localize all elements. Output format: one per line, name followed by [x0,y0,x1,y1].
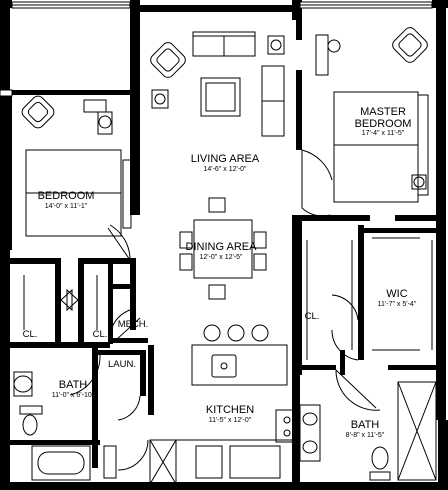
master-bedroom-name-line2: BEDROOM [354,117,412,130]
laundry-label: LAUN. [108,359,136,370]
left-closet-label: CL. [22,329,38,340]
kitchen-label: KITCHEN 11'-5" x 12'-0" [190,404,270,424]
wic-name: WIC [386,288,408,300]
dining-area-dims: 12'-0" x 12'-5" [199,253,243,261]
master-bedroom-dims: 17'-4" x 11'-5" [361,130,405,138]
bedroom-label: BEDROOM 14'-0" x 11'-1" [26,190,106,210]
bedroom-dims: 14'-0" x 11'-1" [44,202,88,210]
dining-area-name: DINING AREA [185,241,257,253]
bath-left-name: BATH [58,379,88,391]
bath-right-dims: 8'-8" x 11'-5" [345,431,385,439]
windows [0,1,433,97]
mech-label: MECH. [117,319,149,330]
doors [60,149,381,471]
master-bedroom-name-line1: MASTER [360,106,406,118]
living-area-label: LIVING AREA 14'-6" x 12'-0" [170,153,280,173]
kitchen-name: KITCHEN [205,404,255,416]
bath-right-label: BATH 8'-8" x 11'-5" [330,419,400,439]
furniture [13,27,437,485]
bath-left-dims: 11'-0" x 6'-10" [51,391,95,399]
master-closet-label: CL. [304,311,320,322]
wic-dims: 11'-7" x 5'-4" [377,300,417,308]
living-area-name: LIVING AREA [190,153,260,165]
living-area-dims: 14'-6" x 12'-0" [203,165,247,173]
wic-label: WIC 11'-7" x 5'-4" [366,288,428,308]
master-bedroom-label: MASTER BEDROOM 17'-4" x 11'-5" [345,106,421,138]
bedroom-name: BEDROOM [37,190,95,202]
middle-closet-label: CL. [92,329,108,340]
kitchen-dims: 11'-5" x 12'-0" [208,416,252,424]
closet-rods [23,237,433,360]
dining-area-label: DINING AREA 12'-0" x 12'-5" [171,241,271,261]
bath-right-name: BATH [350,419,380,431]
bath-left-label: BATH 11'-0" x 6'-10" [38,379,108,399]
